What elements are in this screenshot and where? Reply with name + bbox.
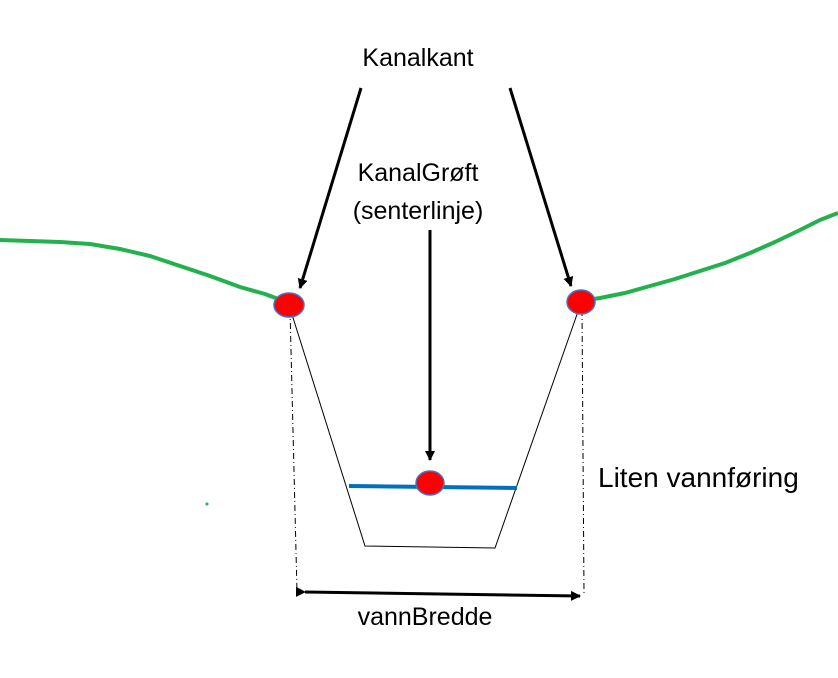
canal-edge-label: Kanalkant — [362, 44, 474, 72]
canal-ditch-label: KanalGrøft (senterlinje) — [300, 154, 536, 230]
arrow-canal-edge-right — [508, 87, 574, 287]
arrow-canal-edge-left — [297, 87, 363, 289]
canal-ditch-label-line1: KanalGrøft — [357, 159, 479, 187]
centerline-point — [415, 470, 445, 496]
channel-outline — [288, 302, 582, 549]
low-flow-label: Liten vannføring — [598, 462, 799, 493]
width-guide-right — [581, 309, 585, 594]
canal-edge-point-left — [273, 292, 305, 318]
width-double-arrow — [295, 586, 581, 601]
terrain-speck — [205, 502, 209, 506]
terrain-left-line — [0, 238, 290, 305]
width-guide-left — [289, 309, 298, 593]
water-width-label: vannBredde — [357, 603, 493, 631]
canal-edge-point-right — [566, 289, 596, 315]
terrain-right-line — [580, 211, 838, 303]
canal-ditch-label-line2: (senterlinje) — [352, 197, 484, 225]
